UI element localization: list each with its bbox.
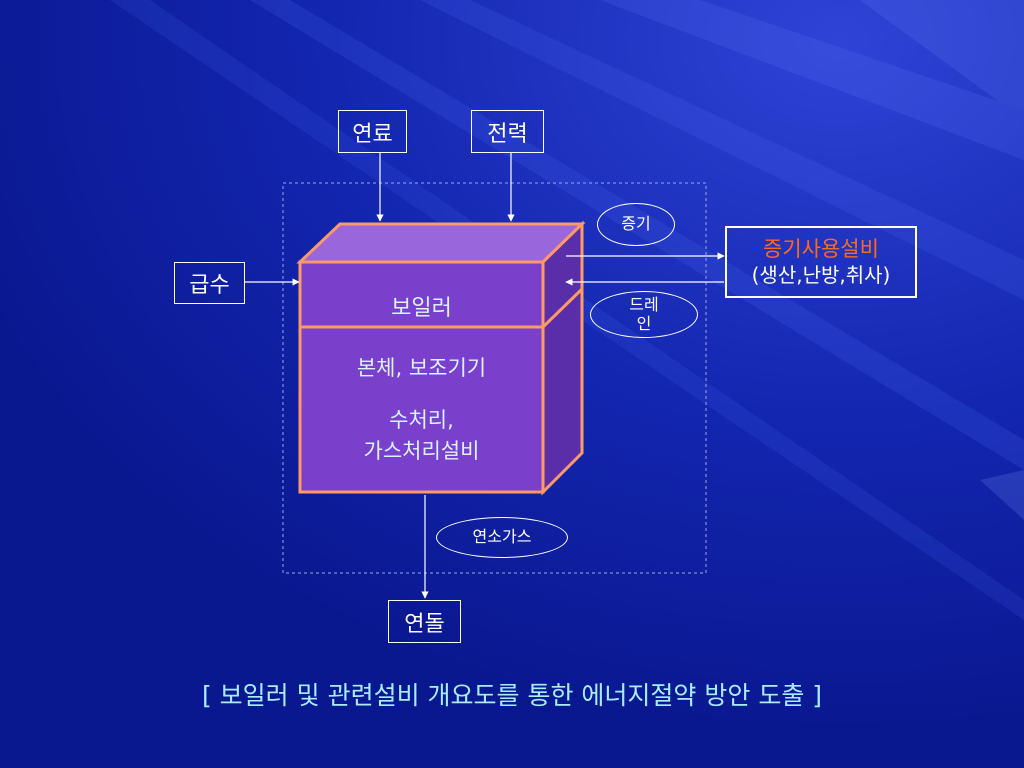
cube-side-face — [541, 220, 584, 496]
steam-equipment-subtitle: (생산,난방,취사) — [751, 262, 891, 287]
fuel-label: 연료 — [352, 121, 393, 147]
water-treatment-label: 수처리, — [389, 408, 454, 432]
cube-front-face — [298, 260, 545, 494]
gas-treatment-label: 가스처리설비 — [363, 439, 480, 463]
power-box: 전력 — [471, 110, 544, 153]
feedwater-label: 급수 — [189, 273, 230, 298]
drain-label-line2: 인 — [636, 313, 652, 333]
boiler-label: 보일러 — [391, 296, 452, 321]
chimney-label: 연돌 — [404, 611, 445, 637]
drain-label-line1: 드레 — [629, 295, 659, 315]
steam-equipment-box: 증기사용설비 (생산,난방,취사) — [725, 226, 917, 298]
feedwater-box: 급수 — [174, 262, 245, 304]
chimney-box: 연돌 — [388, 600, 461, 643]
boiler-cube — [296, 220, 586, 496]
steam-oval: 증기 — [597, 203, 675, 246]
cube-side-divider — [541, 287, 584, 329]
steam-label: 증기 — [621, 214, 651, 234]
flue-gas-label: 연소가스 — [472, 527, 532, 547]
drain-oval: 드레 인 — [590, 291, 698, 338]
flue-gas-oval: 연소가스 — [436, 517, 568, 558]
body-equipment-label: 본체, 보조기기 — [356, 356, 487, 380]
system-boundary — [282, 182, 707, 574]
steam-equipment-title: 증기사용설비 — [763, 237, 879, 262]
fuel-box: 연료 — [338, 110, 407, 153]
power-label: 전력 — [487, 121, 528, 147]
caption: [ 보일러 및 관련설비 개요도를 통한 에너지절약 방안 도출 ] — [201, 681, 823, 710]
cube-top-face — [296, 222, 586, 264]
